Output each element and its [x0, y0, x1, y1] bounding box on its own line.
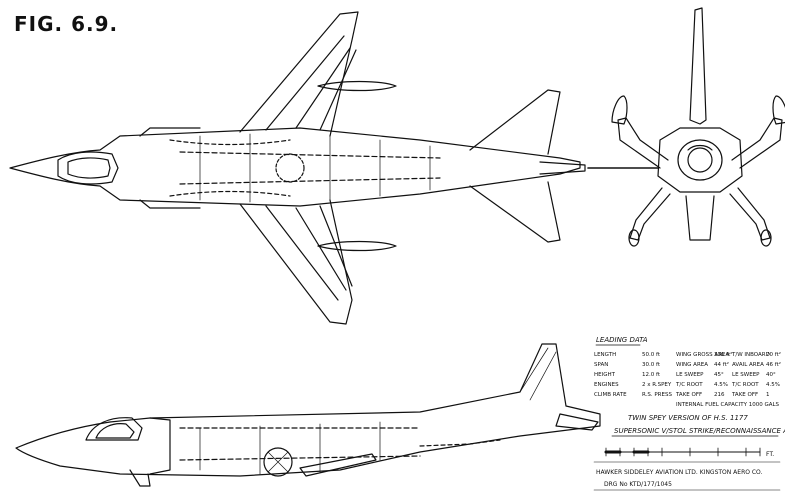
data-row-1-v2: 336 ft² — [714, 351, 732, 358]
data-row-2-v1: 30.0 ft — [642, 362, 661, 368]
leading-data-block: LEADING DATA LENGTH 50.0 ft WING GROSS A… — [594, 336, 785, 437]
data-row-5-label: CLIMB RATE — [594, 392, 627, 398]
data-row-5-v1: R.S. PRESS — [642, 392, 672, 398]
data-row-3-v2: 45° — [714, 372, 724, 378]
data-row-1-v3: 70 ft² — [766, 351, 781, 358]
data-row-3-label2: LE SWEEP — [676, 372, 704, 378]
caption-line-1: TWIN SPEY VERSION OF H.S. 1177 — [628, 414, 748, 422]
front-view — [587, 7, 785, 247]
data-row-2-label3: AVAIL AREA — [732, 362, 764, 368]
plan-view — [9, 11, 586, 325]
figure-label: FIG. 6.9. — [14, 12, 119, 36]
data-row-1-label3: T/W INBOARD — [731, 352, 770, 358]
data-row-3-label: HEIGHT — [594, 372, 616, 378]
data-row-4-label2: T/C ROOT — [675, 382, 703, 388]
fuel-capacity: INTERNAL FUEL CAPACITY 1000 GALS — [676, 402, 780, 408]
data-row-4-v3: 4.5% — [766, 382, 780, 388]
data-row-3-v3: 40° — [766, 372, 776, 378]
data-row-5-label2: TAKE OFF — [675, 392, 702, 398]
data-row-1-label2: WING GROSS AREA — [676, 352, 729, 358]
data-row-3-label3: LE SWEEP — [732, 372, 760, 378]
data-row-4-label3: T/C ROOT — [731, 382, 759, 388]
data-row-1-v1: 50.0 ft — [642, 352, 661, 358]
scale-bar — [604, 447, 761, 457]
data-row-2-label2: WING AREA — [676, 362, 708, 368]
data-row-2-v2: 44 ft² — [714, 361, 729, 368]
data-row-2-label: SPAN — [594, 362, 608, 368]
title-block: HAWKER SIDDELEY AVIATION LTD. KINGSTON A… — [593, 461, 781, 491]
data-row-5-v3: 1 — [766, 392, 770, 398]
data-row-5-label3: TAKE OFF — [731, 392, 758, 398]
data-row-3-v1: 12.0 ft — [642, 372, 661, 378]
caption-line-2: SUPERSONIC V/STOL STRIKE/RECONNAISSANCE … — [614, 427, 785, 435]
company-name: HAWKER SIDDELEY AVIATION LTD. KINGSTON A… — [596, 469, 763, 476]
drawing-number: DRG No KTD/177/1045 — [604, 481, 672, 488]
data-row-1-label: LENGTH — [594, 352, 616, 358]
data-row-2-v3: 46 ft² — [766, 361, 781, 368]
scale-unit: FT. — [766, 451, 774, 458]
data-row-5-v2: 216 — [714, 392, 725, 398]
leading-data-heading: LEADING DATA — [596, 336, 648, 344]
data-row-4-label: ENGINES — [594, 382, 619, 388]
side-view — [15, 343, 601, 487]
data-row-4-v1: 2 x R.SPEY — [642, 382, 672, 388]
data-row-4-v2: 4.5% — [714, 382, 728, 388]
